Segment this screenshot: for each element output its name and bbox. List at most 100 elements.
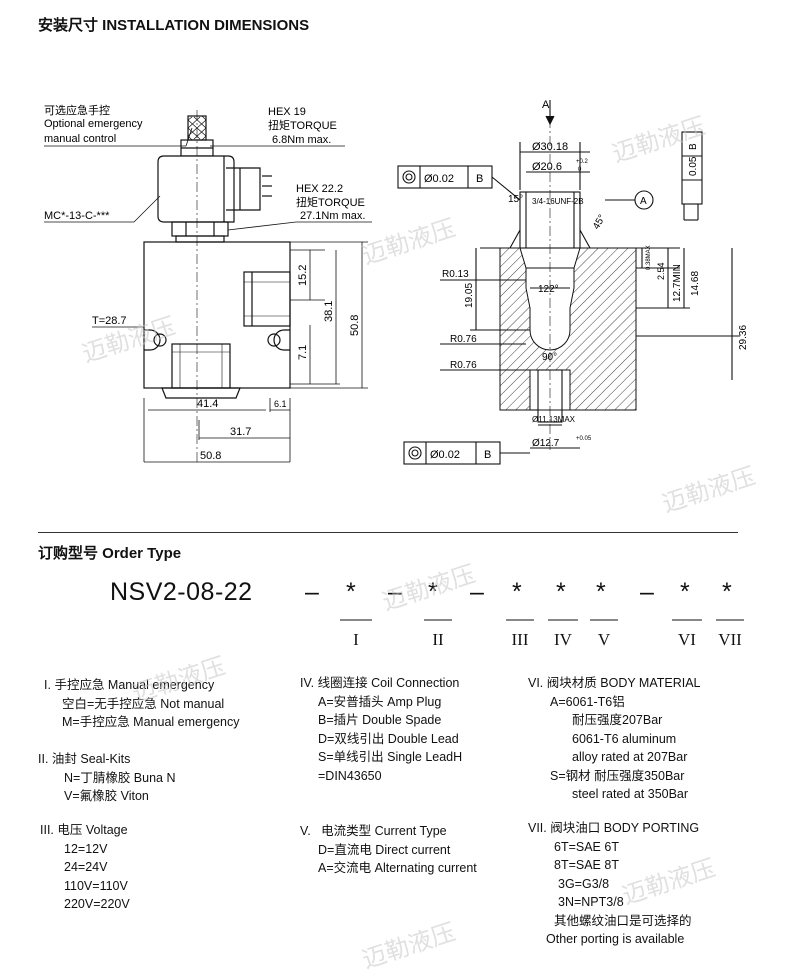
option-line: 3N=NPT3/8 xyxy=(558,895,624,909)
install-title: 安装尺寸 INSTALLATION DIMENSIONS xyxy=(38,17,310,34)
section-heading: 电压 Voltage xyxy=(57,823,128,837)
dim-50-8-vertical: 50.8 xyxy=(349,315,361,336)
section-number: II. xyxy=(38,752,49,766)
dim-11-13-max: Ø11.13MAX xyxy=(532,415,576,424)
section-heading: 线圈连接 Coil Connection xyxy=(317,676,460,690)
code-sep: – xyxy=(305,578,320,606)
section-heading: 手控应急 Manual emergency xyxy=(54,678,215,692)
numeral-5: V xyxy=(597,630,611,649)
optional-cn: 可选应急手控 xyxy=(44,103,110,117)
flatness-value: 0.05 xyxy=(688,156,699,176)
t-dimension: T=28.7 xyxy=(92,315,127,327)
section-heading: 电流类型 Current Type xyxy=(321,824,447,838)
code-star-2: * xyxy=(428,578,439,606)
section-divider xyxy=(38,532,738,533)
section-heading: 阀块材质 BODY MATERIAL xyxy=(546,676,701,690)
dim-0-38-max: 0.38MAX xyxy=(646,245,652,270)
torque19-value: 6.8Nm max. xyxy=(272,134,331,146)
section-seal-kits: II. 油封 Seal-Kits N=丁腈橡胶 Buna N V=氟橡胶 Vit… xyxy=(38,750,176,806)
option-line: V=氟橡胶 Viton xyxy=(64,789,149,803)
order-code: NSV2-08-22 xyxy=(110,578,253,606)
flatness-ref: B xyxy=(688,143,699,150)
hex22-label: HEX 22.2 xyxy=(296,183,343,195)
code-star-3: * xyxy=(512,578,523,606)
section-number: I. xyxy=(44,678,51,692)
option-line: A=交流电 Alternating current xyxy=(318,861,477,875)
section-heading: 油封 Seal-Kits xyxy=(51,752,131,766)
option-line: A=安普插头 Amp Plug xyxy=(318,694,442,709)
option-line: 其他螺纹油口是可选择的 xyxy=(554,913,692,928)
optional-en2: manual control xyxy=(44,133,116,145)
option-line: 3G=G3/8 xyxy=(558,876,610,891)
option-line: 12=12V xyxy=(64,841,108,856)
dim-122-deg: 122° xyxy=(538,284,559,295)
option-line: D=直流电 Direct current xyxy=(318,842,451,857)
code-star-7: * xyxy=(722,578,733,606)
code-sep: – xyxy=(640,578,655,606)
option-line: 6T=SAE 6T xyxy=(554,839,619,854)
section-body-material: VI. 阀块材质 BODY MATERIAL A=6061-T6铝 耐压强度20… xyxy=(528,674,701,804)
dim-45-deg: 45° xyxy=(591,213,608,232)
dim-6-1: 6.1 xyxy=(274,399,287,409)
dim-20-6: Ø20.6 xyxy=(532,161,562,173)
numeral-3: III xyxy=(511,630,529,649)
option-line: 耐压强度207Bar xyxy=(572,713,663,727)
numeral-4: IV xyxy=(554,630,572,649)
numeral-7: VII xyxy=(718,630,742,649)
option-line: Other porting is available xyxy=(546,932,685,946)
dim-r0-76-a: R0.76 xyxy=(450,334,477,345)
dim-41-4: 41.4 xyxy=(197,398,218,410)
dim-31-7: 31.7 xyxy=(230,426,251,438)
dim-2-54: 2.54 xyxy=(656,262,666,280)
option-line: 空白=无手控应急 Not manual xyxy=(62,696,225,711)
section-voltage: III. 电压 Voltage 12=12V 24=24V 110V=110V … xyxy=(40,821,130,914)
code-underlines xyxy=(340,619,744,621)
code-slots: – * – * – * * * – * * xyxy=(0,578,800,618)
code-star-6: * xyxy=(680,578,691,606)
section-heading: 阀块油口 BODY PORTING xyxy=(550,821,700,835)
dim-r0-13: R0.13 xyxy=(442,269,469,280)
code-sep: – xyxy=(470,578,485,606)
option-line: 6061-T6 aluminum xyxy=(572,731,677,746)
left-drawing: 可选应急手控 Optional emergency manual control… xyxy=(44,103,372,463)
order-title: 订购型号 Order Type xyxy=(38,545,182,562)
section-number: VI. xyxy=(528,676,544,690)
option-line: M=手控应急 Manual emergency xyxy=(62,715,240,729)
code-star-4: * xyxy=(556,578,567,606)
dim-15-2: 15.2 xyxy=(297,265,309,286)
section-number: IV. xyxy=(300,676,315,690)
torque19-label: 扭矩TORQUE xyxy=(268,118,337,132)
code-star-5: * xyxy=(596,578,607,606)
dim-r0-76-b: R0.76 xyxy=(450,360,477,371)
option-line: alloy rated at 207Bar xyxy=(572,750,688,764)
option-line: 24=24V xyxy=(64,860,108,874)
dim-15-deg: 15° xyxy=(508,194,523,205)
option-line: =DIN43650 xyxy=(318,768,382,783)
dim-7-1: 7.1 xyxy=(297,345,309,360)
option-line: A=6061-T6铝 xyxy=(550,694,625,709)
watermark: 迈勒液压 xyxy=(358,917,459,975)
option-line: S=单线引出 Single LeadH xyxy=(318,750,463,764)
numeral-6: VI xyxy=(678,630,696,649)
thread-spec: 3/4-16UNF-2B xyxy=(532,197,584,206)
code-sep: – xyxy=(388,578,403,606)
dim-14-68: 14.68 xyxy=(690,271,701,296)
right-drawing: A Ø30.18 Ø20.6 +0.2 0 15° 3/4-16UNF-2B 4… xyxy=(397,99,749,465)
gdt1-value: Ø0.02 xyxy=(424,173,454,185)
tol-0-2: +0.2 xyxy=(576,159,589,165)
section-number: VII. xyxy=(528,821,547,835)
gdt2-ref: B xyxy=(484,449,491,461)
dim-50-8-horizontal: 50.8 xyxy=(200,450,221,462)
option-line: steel rated at 350Bar xyxy=(572,787,689,801)
datum-a: A xyxy=(640,196,647,207)
option-line: N=丁腈橡胶 Buna N xyxy=(64,770,176,785)
option-line: 220V=220V xyxy=(64,897,130,911)
option-line: S=钢材 耐压强度350Bar xyxy=(550,768,685,783)
dim-38-1: 38.1 xyxy=(323,301,335,322)
section-manual-emergency: I. 手控应急 Manual emergency 空白=无手控应急 Not ma… xyxy=(44,676,240,732)
view-a-label: A xyxy=(542,99,550,111)
hex19-label: HEX 19 xyxy=(268,106,306,118)
option-line: D=双线引出 Double Lead xyxy=(318,731,459,746)
code-star-1: * xyxy=(346,578,357,606)
tol-0-05: +0.05 xyxy=(576,436,592,442)
